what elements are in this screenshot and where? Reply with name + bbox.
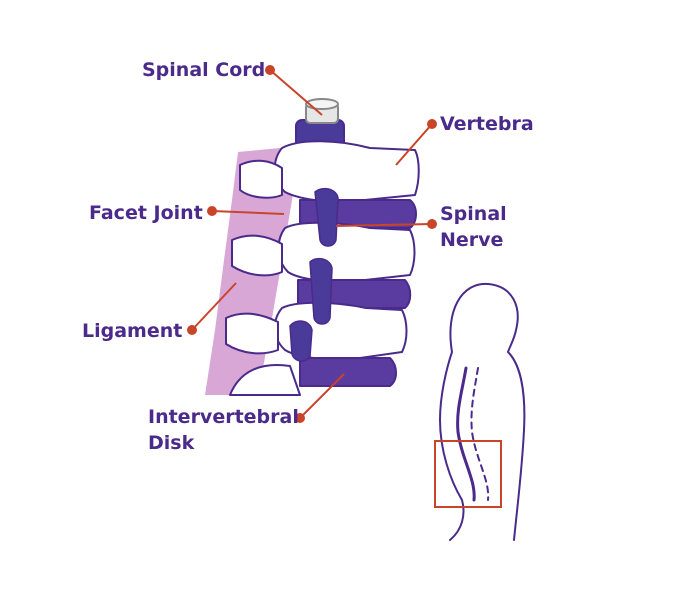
spine-line <box>456 366 476 502</box>
leader-lines <box>187 65 437 423</box>
label-vertebra: Vertebra <box>440 113 534 135</box>
leader-dot-spinal-cord <box>265 65 275 75</box>
label-disk-line1: Intervertebral <box>148 406 299 428</box>
body-outline <box>439 282 526 541</box>
label-spinal-cord: Spinal Cord <box>142 59 265 81</box>
spinal-nerve-1 <box>314 187 339 247</box>
leader-dot-ligament <box>187 325 197 335</box>
vertebra-4 <box>229 364 301 396</box>
label-disk-line2: Disk <box>148 432 195 454</box>
spinal-nerve-3 <box>289 320 313 362</box>
label-facet-joint: Facet Joint <box>89 202 203 224</box>
label-ligament: Ligament <box>82 320 182 342</box>
highlight-box <box>434 440 502 508</box>
label-spinal-nerve-line1: Spinal <box>440 203 507 225</box>
vertebra-1 <box>273 140 420 203</box>
spine-column <box>225 98 420 396</box>
spinal-nerves <box>289 187 339 362</box>
leader-dot-facet-joint <box>207 206 217 216</box>
spine-line-dashed <box>470 367 490 501</box>
vertebra-2 <box>277 221 416 283</box>
leader-dot-disk <box>295 413 305 423</box>
leader-dot-vertebra <box>427 119 437 129</box>
leader-dot-spinal-nerve <box>427 219 437 229</box>
human-silhouette <box>439 282 526 541</box>
intervertebral-disk-3 <box>299 357 397 387</box>
label-spinal-nerve-line2: Nerve <box>440 229 503 251</box>
spinal-nerve-2 <box>309 257 333 325</box>
